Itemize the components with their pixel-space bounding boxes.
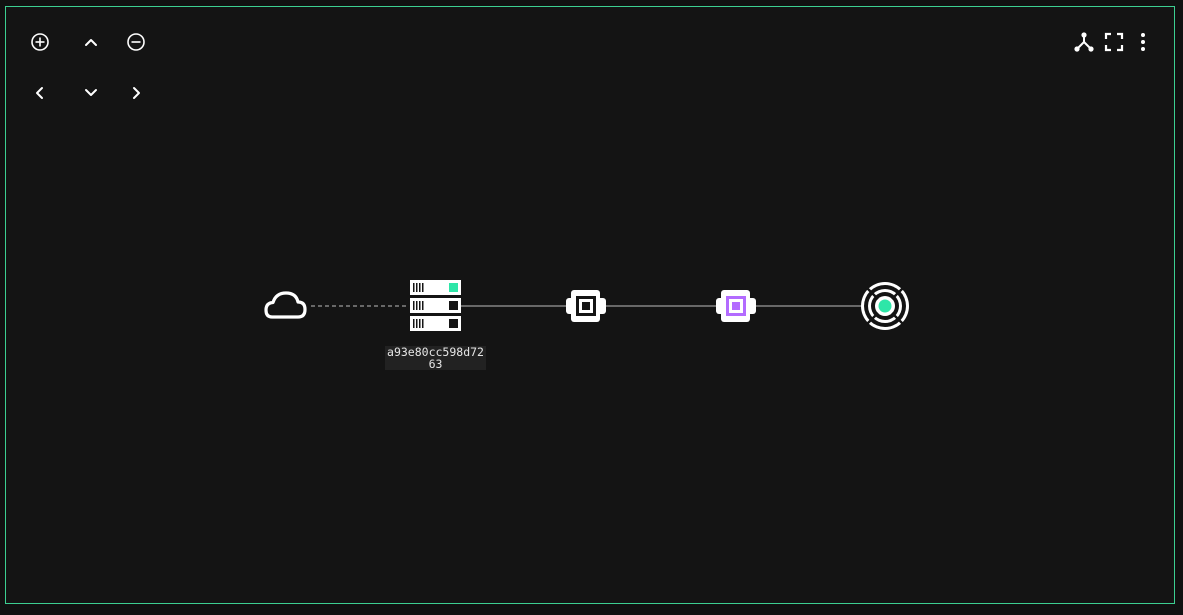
- pan-right-button[interactable]: [121, 78, 151, 108]
- plus-circle-icon: [31, 33, 49, 51]
- cloud-icon: [264, 291, 307, 319]
- status-indicator: [449, 283, 458, 292]
- minus-circle-icon: [127, 33, 145, 51]
- chip-icon: [566, 290, 606, 322]
- pan-up-button[interactable]: [76, 27, 106, 57]
- hierarchy-icon: [1074, 32, 1094, 52]
- fullscreen-button[interactable]: [1099, 27, 1129, 57]
- chip-node-2[interactable]: [716, 290, 756, 322]
- chevron-down-icon: [85, 89, 97, 96]
- pan-down-button[interactable]: [76, 78, 106, 108]
- chip-icon: [716, 290, 756, 322]
- chevron-left-icon: [36, 87, 43, 99]
- more-options-button[interactable]: [1128, 27, 1158, 57]
- target-icon: [861, 282, 909, 330]
- fullscreen-icon: [1104, 32, 1124, 52]
- zoom-in-button[interactable]: [25, 27, 55, 57]
- target-node[interactable]: [861, 282, 909, 330]
- chevron-up-icon: [85, 39, 97, 46]
- chip-node-1[interactable]: [566, 290, 606, 322]
- host-node-label: a93e80cc598d7263: [385, 346, 486, 370]
- chevron-right-icon: [133, 87, 140, 99]
- host-node[interactable]: [410, 280, 461, 331]
- pan-left-button[interactable]: [25, 78, 55, 108]
- server-icon: [410, 280, 461, 331]
- cloud-node[interactable]: [264, 291, 307, 319]
- vertical-dots-icon: [1141, 33, 1145, 51]
- zoom-out-button[interactable]: [121, 27, 151, 57]
- layout-button[interactable]: [1069, 27, 1099, 57]
